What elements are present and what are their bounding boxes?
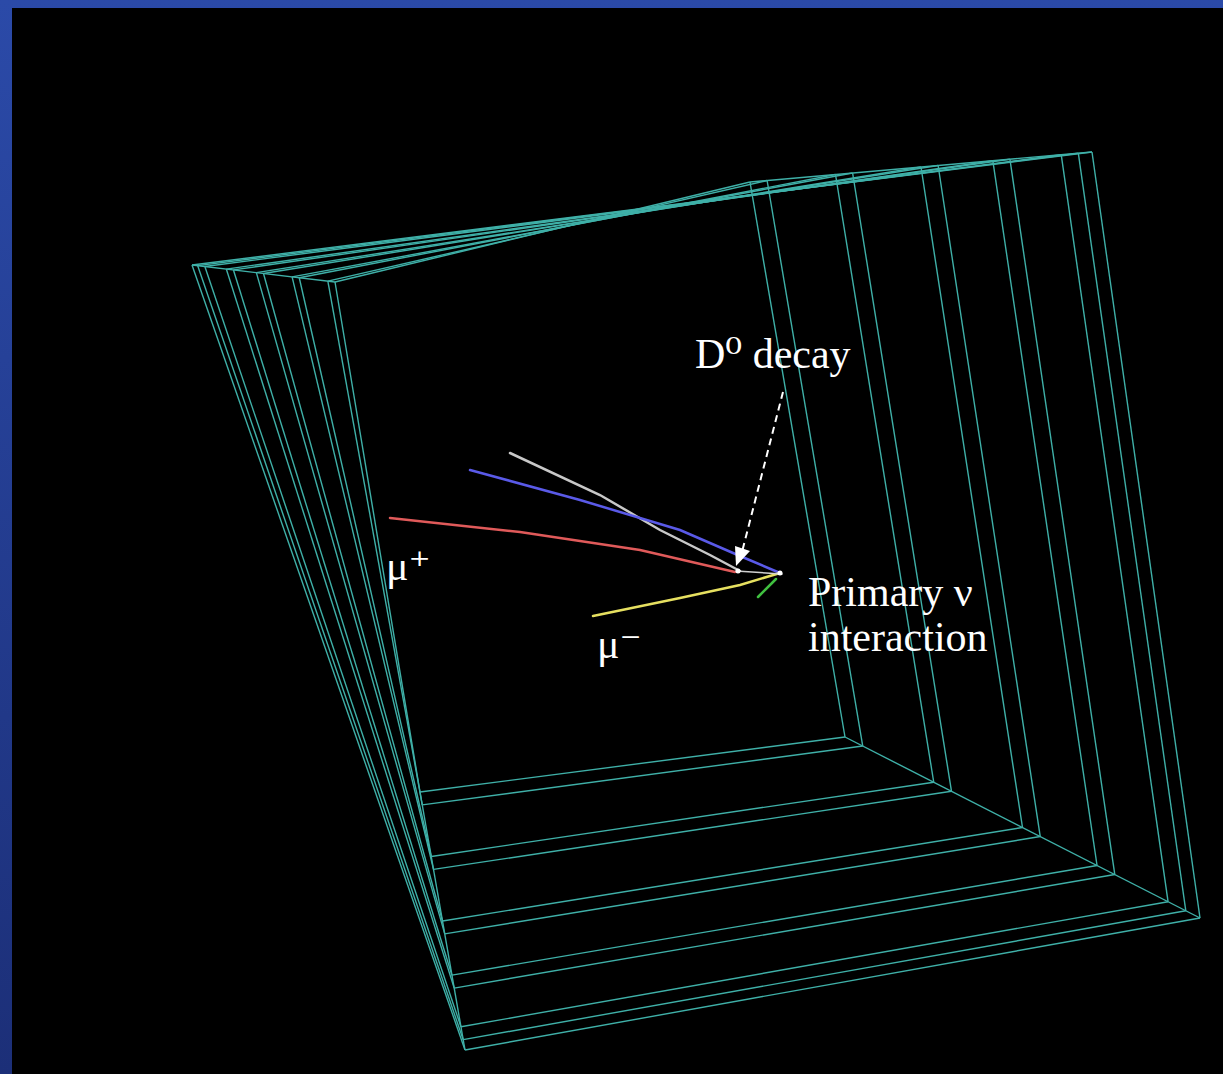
- wireframe-line: [454, 875, 1115, 989]
- wireframe-line: [205, 267, 461, 1027]
- wireframe-line: [420, 792, 465, 1050]
- wireframe-line: [335, 282, 420, 792]
- detector-wireframe: [192, 152, 1200, 1050]
- flight-path: [736, 571, 782, 574]
- muon-plus-track: [390, 518, 735, 572]
- wireframe-line: [1078, 153, 1185, 911]
- particle-label: μ⁺: [386, 544, 431, 589]
- wireframe-line: [192, 265, 465, 1050]
- decay-vertex: [736, 569, 741, 574]
- tracks: [390, 453, 782, 616]
- leader-arrowhead: [735, 546, 750, 566]
- wireframe-line: [233, 270, 451, 975]
- wireframe-line: [422, 746, 863, 805]
- hadron-track: [470, 470, 780, 573]
- wireframe-line: [198, 266, 463, 1040]
- display-panel: [12, 8, 1223, 1074]
- wireframe-line: [463, 911, 1186, 1040]
- wireframe-line: [256, 273, 444, 934]
- wireframe-line: [292, 277, 433, 870]
- wireframe-line: [420, 737, 845, 792]
- wireframe-line: [335, 182, 750, 282]
- wireframe-line: [465, 918, 1200, 1050]
- wireframe-line: [1061, 155, 1168, 902]
- wireframe-line: [853, 173, 952, 791]
- particle-label: D⁰ decay: [695, 332, 851, 377]
- wireframe-line: [299, 278, 431, 857]
- primary-vertex: [778, 571, 783, 576]
- wireframe-line: [328, 181, 767, 282]
- wireframe-line: [845, 737, 1200, 918]
- wireframe-line: [264, 274, 443, 922]
- wireframe-line: [192, 265, 335, 282]
- wireframe-line: [1010, 159, 1115, 874]
- wireframe-line: [750, 152, 1092, 182]
- vertex-label: Primary ν interaction: [808, 570, 1048, 661]
- wireframe-line: [445, 837, 1041, 934]
- wireframe-line: [938, 166, 1040, 837]
- muon-minus-track: [593, 573, 780, 616]
- short-track: [758, 579, 776, 597]
- wireframe-line: [452, 866, 1097, 976]
- wireframe-line: [434, 791, 952, 869]
- hadron-track: [510, 453, 740, 571]
- wireframe-line: [461, 902, 1168, 1027]
- wireframe-line: [836, 175, 934, 783]
- wireframe-line: [921, 167, 1023, 828]
- wireframe-line: [767, 181, 863, 747]
- wireframe-line: [1092, 152, 1200, 918]
- wireframe-line: [993, 161, 1097, 866]
- wireframe-line: [226, 269, 454, 988]
- leader-line: [742, 392, 783, 552]
- particle-label: μ⁻: [597, 622, 642, 667]
